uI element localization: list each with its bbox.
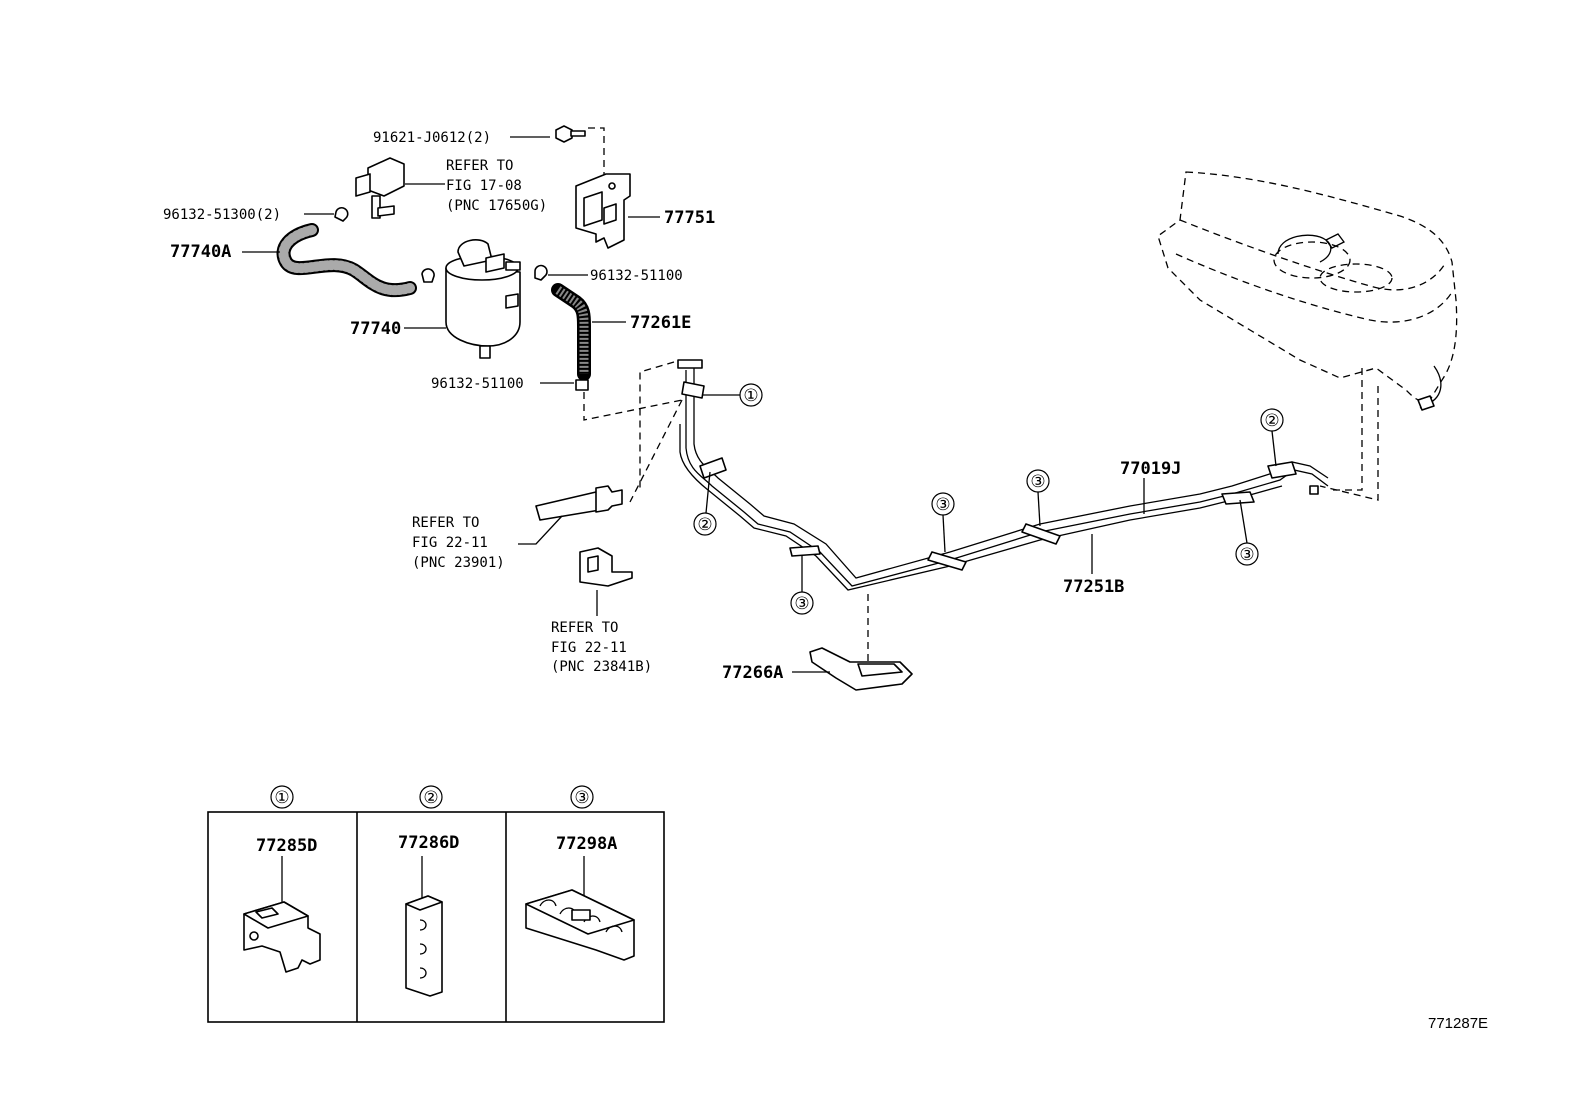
refer-23901-line2[interactable]: FIG 22-11 — [412, 535, 488, 551]
refer-17-08-line3[interactable]: (PNC 17650G) — [446, 198, 547, 214]
tube-77251b-label[interactable]: 77251B — [1063, 577, 1124, 597]
callout-3-c[interactable]: ③ — [1026, 469, 1050, 493]
legend-header-2: ② — [419, 785, 443, 809]
refer-23841b-line1[interactable]: REFER TO — [551, 620, 618, 636]
hose-77261e-part[interactable] — [551, 283, 591, 381]
callout-3-d[interactable]: ③ — [1235, 542, 1259, 566]
clamp-small-part[interactable] — [421, 268, 435, 283]
svg-text:②: ② — [697, 515, 712, 535]
tube-clamp-markers — [681, 381, 1297, 571]
svg-text:②: ② — [423, 788, 438, 808]
canister-part[interactable] — [445, 239, 521, 359]
figure-id: 771287E — [1428, 1015, 1488, 1032]
refer-17-08-line2[interactable]: FIG 17-08 — [446, 178, 522, 194]
hose-77740a-part[interactable] — [276, 223, 417, 298]
bolt-part[interactable] — [555, 125, 586, 143]
hose-connector-part[interactable] — [535, 485, 623, 521]
callout-2-right[interactable]: ② — [1260, 408, 1284, 432]
canister-label[interactable]: 77740 — [350, 319, 401, 339]
callout-2-left[interactable]: ② — [693, 512, 717, 536]
legend-header-3: ③ — [570, 785, 594, 809]
bolt-label[interactable]: 91621-J0612(2) — [373, 130, 491, 146]
clip-77285d-part[interactable] — [243, 901, 321, 973]
fuel-tube-assembly[interactable] — [677, 359, 1329, 591]
legend-part-77298a[interactable]: 77298A — [556, 834, 617, 854]
callout-3-a[interactable]: ③ — [790, 591, 814, 615]
hose-77740a-label[interactable]: 77740A — [170, 242, 231, 262]
svg-text:③: ③ — [1239, 545, 1254, 565]
clamp-51300-part[interactable] — [334, 206, 349, 222]
svg-text:②: ② — [1264, 411, 1279, 431]
hose-77261e-label[interactable]: 77261E — [630, 313, 691, 333]
clamp-legend: ① ② ③ 77285D 77286D 77298A — [207, 785, 665, 1023]
refer-17-08-line1[interactable]: REFER TO — [446, 158, 513, 174]
refer-23901-line3[interactable]: (PNC 23901) — [412, 555, 505, 571]
bracket-label[interactable]: 77751 — [664, 208, 715, 228]
svg-text:①: ① — [274, 788, 289, 808]
clamp-51100-top-part[interactable] — [534, 264, 548, 281]
refer-23841b-line2[interactable]: FIG 22-11 — [551, 640, 627, 656]
tube-77019j-label[interactable]: 77019J — [1120, 459, 1181, 479]
refer-23901-line1[interactable]: REFER TO — [412, 515, 479, 531]
protector-label[interactable]: 77266A — [722, 663, 783, 683]
bracket-part[interactable] — [575, 173, 631, 249]
clamp-51100-bottom-part[interactable] — [575, 379, 589, 391]
clip-77286d-part[interactable] — [405, 895, 443, 997]
svg-text:①: ① — [743, 386, 758, 406]
svg-text:③: ③ — [574, 788, 589, 808]
clamp-51100-bottom-label[interactable]: 96132-51100 — [431, 376, 524, 392]
svg-text:③: ③ — [794, 594, 809, 614]
svg-text:③: ③ — [1030, 472, 1045, 492]
clip-77298a-part[interactable] — [525, 889, 635, 961]
protector-part[interactable] — [809, 647, 913, 691]
refer-23841b-line3[interactable]: (PNC 23841B) — [551, 659, 652, 675]
vsv-valve-part[interactable] — [355, 157, 405, 219]
callout-3-b[interactable]: ③ — [931, 492, 955, 516]
clip-bracket-part[interactable] — [579, 547, 633, 587]
fuel-tank-outline — [1157, 171, 1458, 411]
legend-header-1: ① — [270, 785, 294, 809]
legend-part-77285d[interactable]: 77285D — [256, 836, 317, 856]
clamp-51100-top-label[interactable]: 96132-51100 — [590, 268, 683, 284]
clamp-51300-label[interactable]: 96132-51300(2) — [163, 207, 281, 223]
callout-1-top[interactable]: ① — [739, 383, 763, 407]
svg-text:③: ③ — [935, 495, 950, 515]
legend-part-77286d[interactable]: 77286D — [398, 833, 459, 853]
